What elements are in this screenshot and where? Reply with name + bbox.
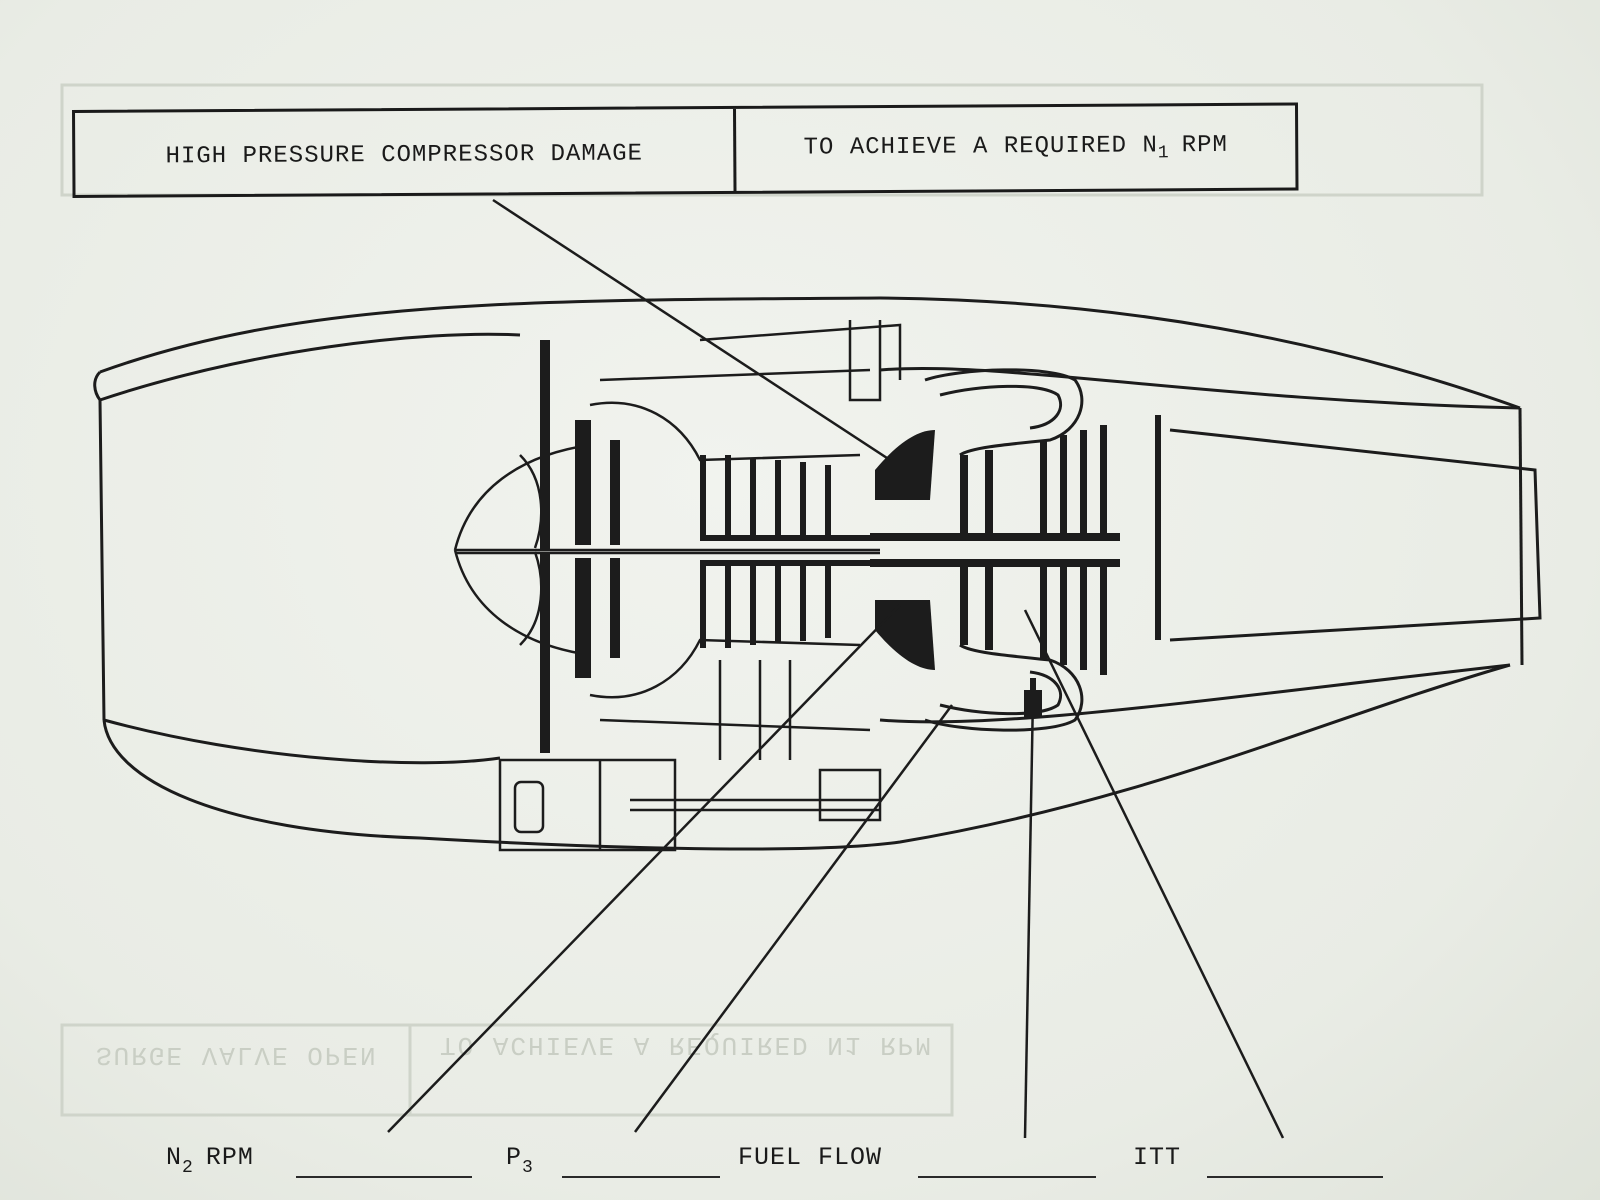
leader-fuel-flow (1023, 694, 1035, 1139)
damage-title-box: HIGH PRESSURE COMPRESSOR DAMAGE TO ACHIE… (72, 102, 1299, 198)
leader-n2-rpm (387, 604, 901, 1133)
turbine-stages (870, 415, 1161, 675)
leader-compressor-damage (492, 198, 891, 462)
leader-p3 (633, 704, 954, 1133)
combustor (924, 368, 1084, 732)
compressor-duct (589, 320, 902, 732)
damage-condition-label: HIGH PRESSURE COMPRESSOR DAMAGE (75, 108, 737, 195)
nacelle-outline (93, 296, 1542, 851)
requirement-label: TO ACHIEVE A REQUIRED N 1 RPM (736, 106, 1295, 191)
ghost-box (60, 83, 1484, 1117)
inlet-spinner (453, 443, 880, 657)
accessory-gearbox (498, 660, 882, 852)
leader-itt (1023, 609, 1285, 1139)
hp-compressor-stages (700, 455, 870, 648)
leader-lines (387, 198, 1285, 1139)
fan-blades (540, 340, 620, 753)
requirement-tail: RPM (1181, 131, 1228, 159)
damage-condition-text: HIGH PRESSURE COMPRESSOR DAMAGE (165, 140, 644, 170)
centrifugal-impeller (875, 430, 935, 670)
requirement-subscript: 1 (1157, 143, 1170, 164)
requirement-text: TO ACHIEVE A REQUIRED N (803, 131, 1158, 162)
